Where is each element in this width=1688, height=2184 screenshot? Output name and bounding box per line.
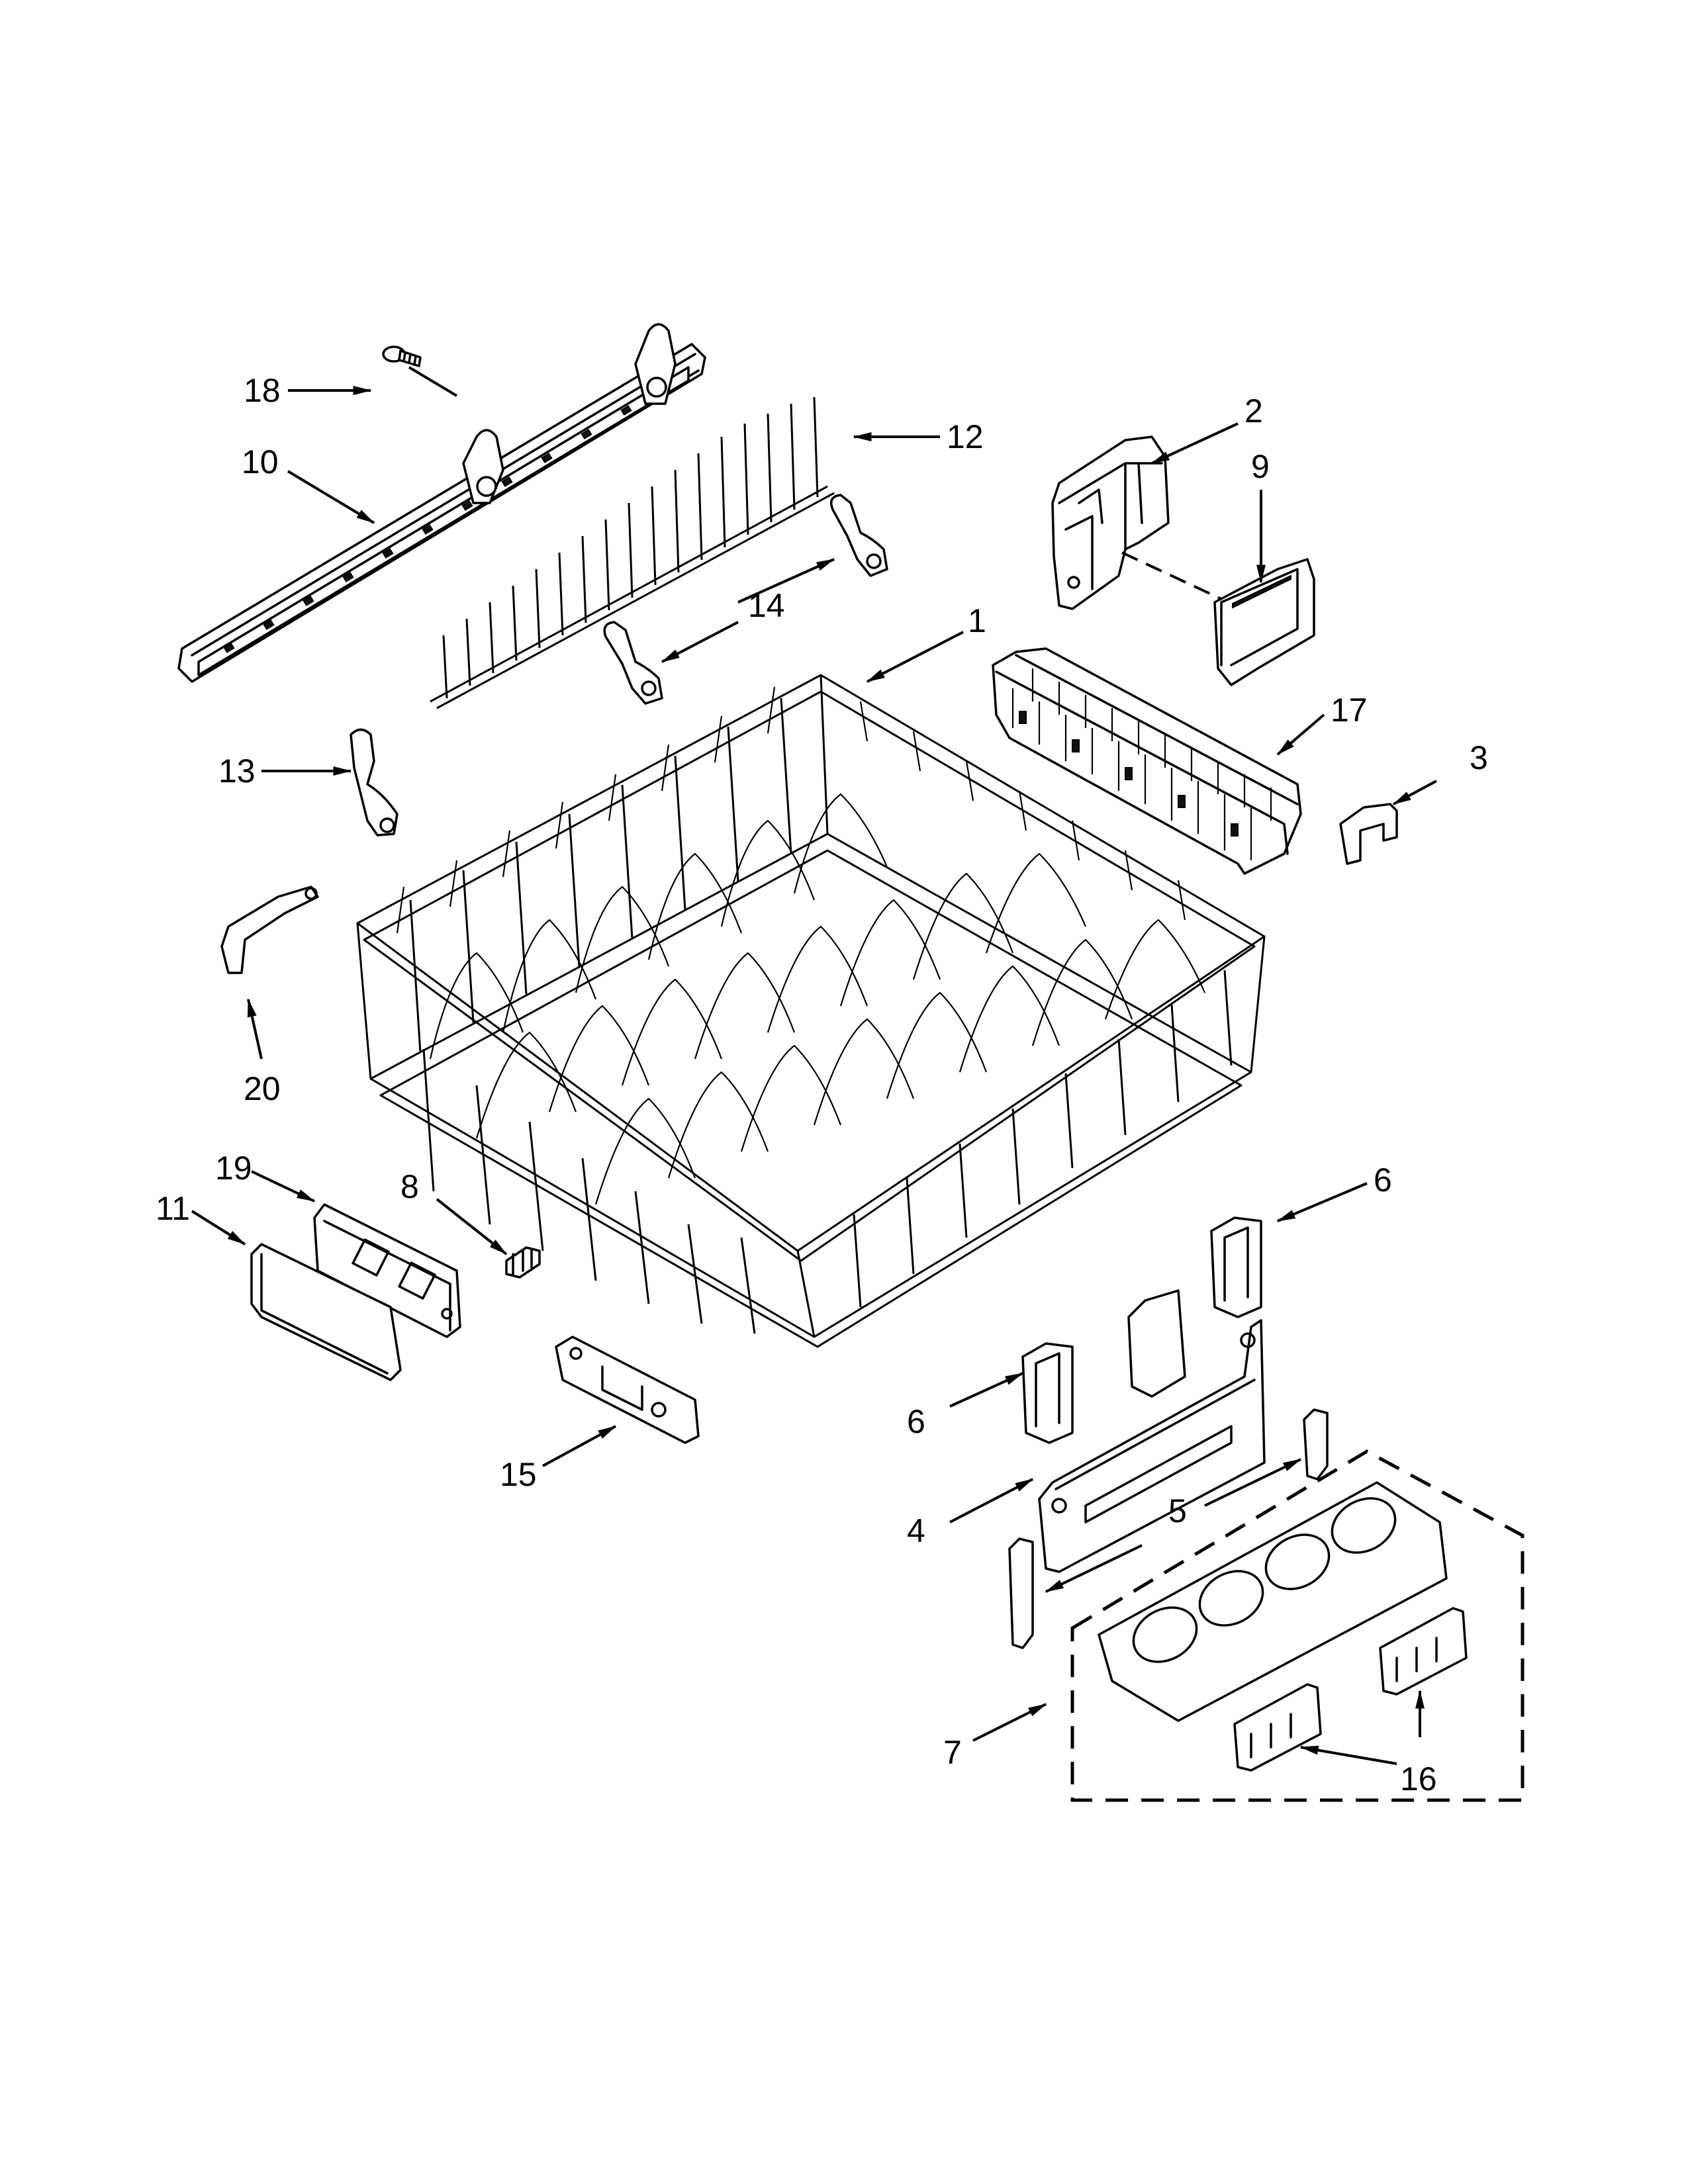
rack-clip-part-upper [1210, 1216, 1262, 1318]
cover-part [1213, 558, 1315, 686]
callout-7: 7 [943, 1734, 962, 1771]
tray-clip-part-left [1233, 1683, 1322, 1772]
callout-1: 1 [968, 602, 986, 639]
callout-11: 11 [156, 1190, 190, 1227]
holder-part [1051, 435, 1170, 610]
callout-3: 3 [1470, 739, 1488, 776]
callout-18: 18 [244, 372, 281, 409]
screw-part [382, 345, 422, 367]
clip-part-20 [220, 886, 319, 974]
bracket-part [555, 1336, 700, 1444]
callout-8: 8 [400, 1168, 419, 1205]
callout-20: 20 [244, 1070, 281, 1107]
callout-12: 12 [947, 418, 984, 455]
tine-row-part [430, 396, 835, 709]
callout-5: 5 [1168, 1492, 1187, 1529]
callout-15: 15 [500, 1456, 537, 1493]
callout-2: 2 [1244, 392, 1263, 430]
callout-14: 14 [748, 587, 785, 624]
rack-clip-part-lower [1021, 1342, 1074, 1444]
callout-6-upper: 6 [1374, 1161, 1392, 1199]
clip-part-13 [350, 728, 399, 837]
callout-labels: 18 10 12 2 9 14 1 17 3 13 20 19 8 11 6 6… [156, 372, 1488, 1797]
slide-rail-part [177, 323, 706, 683]
pin-part [505, 1246, 541, 1279]
callout-19: 19 [215, 1150, 252, 1187]
assembly-7-dashed-outline [1070, 1449, 1524, 1802]
callout-10: 10 [242, 443, 279, 480]
rack-stop-part-right [1303, 1408, 1329, 1480]
handle-cover-part [250, 1243, 402, 1381]
callout-13: 13 [218, 752, 256, 790]
tray-clip-part-right [1379, 1607, 1468, 1696]
small-clip-part [1339, 803, 1398, 865]
tray-part [1098, 1481, 1448, 1722]
utensil-basket-part [992, 647, 1302, 875]
clip-part-upper [830, 494, 888, 577]
callout-16: 16 [1400, 1760, 1437, 1797]
callout-6-lower: 6 [907, 1403, 925, 1440]
callout-4: 4 [907, 1512, 925, 1549]
upper-rack-part [356, 674, 1266, 1348]
clip-part-lower [603, 621, 663, 705]
callout-9: 9 [1251, 448, 1270, 485]
leader-lines [191, 366, 1437, 1765]
rack-adjuster-part [1038, 1289, 1266, 1573]
rack-stop-part-left [1008, 1537, 1034, 1649]
callout-17: 17 [1331, 692, 1368, 729]
